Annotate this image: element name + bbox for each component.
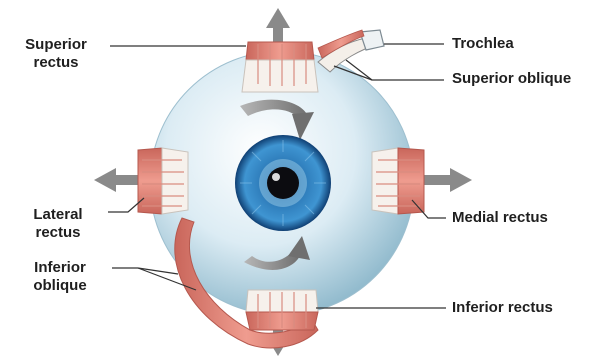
arrow-right-shaft <box>420 175 454 185</box>
inferior-rectus-muscle <box>246 290 318 330</box>
arrow-left-head <box>94 168 116 192</box>
label-trochlea: Trochlea <box>452 35 514 53</box>
pupil-highlight <box>272 173 280 181</box>
pupil <box>267 167 299 199</box>
label-inferior-oblique: Inferior oblique <box>10 259 110 295</box>
arrow-right-head <box>450 168 472 192</box>
label-inferior-rectus: Inferior rectus <box>452 299 553 317</box>
arrow-up-head <box>266 8 290 28</box>
lateral-rectus-muscle <box>138 148 188 214</box>
label-medial-rectus: Medial rectus <box>452 209 548 227</box>
label-lateral-rectus: Lateral rectus <box>8 206 108 242</box>
leader-inferior-oblique-2 <box>138 268 178 274</box>
label-superior-oblique: Superior oblique <box>452 70 571 88</box>
superior-rectus-muscle <box>242 42 318 92</box>
label-superior-rectus: Superior rectus <box>6 36 106 72</box>
